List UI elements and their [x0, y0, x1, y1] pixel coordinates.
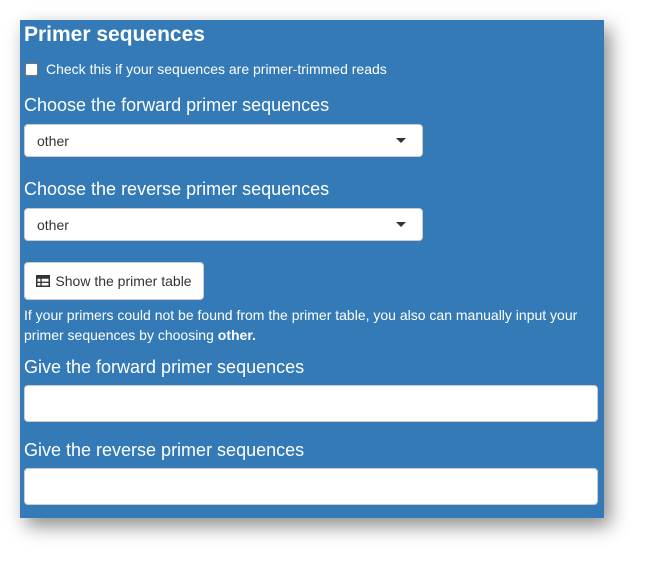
forward-primer-input[interactable] [24, 385, 598, 422]
primer-sequences-panel: Primer sequences Check this if your sequ… [20, 20, 604, 518]
primer-trimmed-checkbox[interactable] [25, 62, 38, 76]
help-text-emphasis: other. [217, 327, 256, 343]
caret-down-icon [396, 222, 406, 227]
forward-primer-input-label: Give the forward primer sequences [24, 357, 305, 377]
help-text-body: If your primers could not be found from … [24, 307, 578, 343]
reverse-primer-input-label: Give the reverse primer sequences [24, 440, 305, 460]
table-icon [36, 275, 51, 287]
forward-primer-select[interactable]: other [24, 124, 423, 157]
primer-trimmed-checkbox-label: Check this if your sequences are primer-… [46, 61, 387, 77]
reverse-primer-select[interactable]: other [24, 208, 423, 241]
forward-primer-select-label: Choose the forward primer sequences [24, 95, 330, 115]
show-primer-table-label: Show the primer table [55, 273, 192, 289]
reverse-primer-select-label: Choose the reverse primer sequences [24, 179, 330, 199]
reverse-primer-input[interactable] [24, 468, 598, 505]
caret-down-icon [396, 138, 406, 143]
help-text: If your primers could not be found from … [24, 305, 594, 345]
primer-trimmed-checkbox-row[interactable]: Check this if your sequences are primer-… [24, 61, 387, 77]
show-primer-table-button[interactable]: Show the primer table [24, 262, 204, 300]
reverse-primer-select-value: other [37, 216, 69, 233]
forward-primer-select-value: other [37, 132, 69, 149]
section-title: Primer sequences [24, 23, 205, 46]
